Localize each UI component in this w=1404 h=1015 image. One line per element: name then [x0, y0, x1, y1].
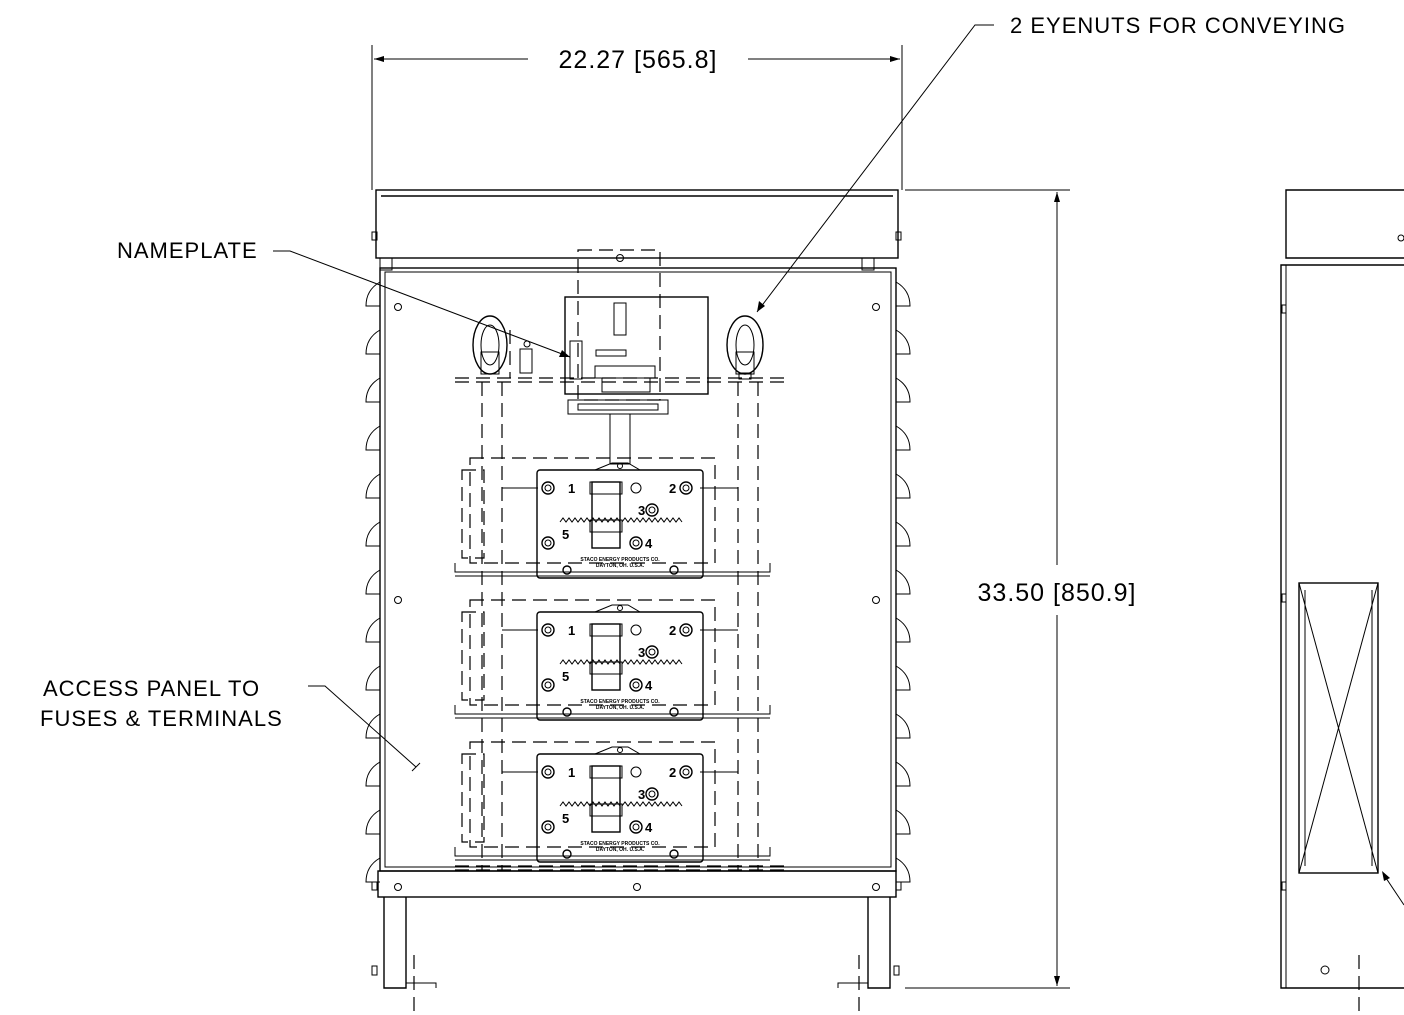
module-maker-text: STACO ENERGY PRODUCTS CO. [580, 841, 660, 847]
terminal-stud [541, 765, 555, 779]
terminal-label: 3 [638, 787, 645, 802]
module-maker-text: STACO ENERGY PRODUCTS CO. [580, 557, 660, 563]
nameplate [564, 296, 709, 395]
louver [895, 329, 911, 355]
terminal-label: 4 [645, 678, 653, 693]
terminal-stud [541, 820, 555, 834]
terminal-label: 5 [562, 527, 569, 542]
louver [365, 617, 381, 643]
terminal-label: 1 [568, 623, 575, 638]
right-louvers [895, 281, 911, 883]
top-cover [375, 189, 899, 259]
louver [895, 281, 911, 307]
terminal-stud [629, 678, 643, 692]
louver [895, 857, 911, 883]
terminal-label: 5 [562, 811, 569, 826]
height-dimension-text: 33.50 [850.9] [978, 579, 1137, 607]
nameplate-callout: NAMEPLATE [117, 238, 571, 358]
terminal-label: 1 [568, 481, 575, 496]
eyenuts-callout: 2 EYENUTS FOR CONVEYING [756, 13, 1346, 313]
cabinet-front-view [365, 189, 911, 1012]
louver [365, 713, 381, 739]
louver [895, 809, 911, 835]
louver [365, 281, 381, 307]
terminal-label: 2 [669, 623, 676, 638]
terminal-label: 2 [669, 765, 676, 780]
louver [365, 425, 381, 451]
module-maker-text: STACO ENERGY PRODUCTS CO. [580, 699, 660, 705]
terminal-label: 5 [562, 669, 569, 684]
terminal-label: 4 [645, 536, 653, 551]
nameplate-panel [519, 296, 709, 465]
width-dimension-text: 22.27 [565.8] [559, 46, 718, 74]
terminal-stud [541, 481, 555, 495]
right-eyenut [726, 315, 764, 380]
access-panel-callout: ACCESS PANEL TO FUSES & TERMINALS [40, 676, 421, 772]
louver [895, 713, 911, 739]
terminal-stud [679, 623, 693, 637]
terminal-stud [645, 787, 659, 801]
louver [365, 473, 381, 499]
terminal-stud [629, 536, 643, 550]
side-vent-window [1298, 582, 1379, 874]
terminal-stud [645, 503, 659, 517]
louver [895, 665, 911, 691]
louver [895, 761, 911, 787]
terminal-stud [629, 820, 643, 834]
louver [365, 761, 381, 787]
terminal-label: 4 [645, 820, 653, 835]
terminal-board [536, 611, 704, 721]
terminal-label: 1 [568, 765, 575, 780]
cabinet-body [379, 267, 897, 872]
eyenuts-callout-text: 2 EYENUTS FOR CONVEYING [1010, 13, 1346, 38]
louver [895, 377, 911, 403]
access-callout-line1: ACCESS PANEL TO [43, 676, 260, 701]
louver [895, 425, 911, 451]
louver [365, 569, 381, 595]
width-dimension: 22.27 [565.8] [371, 45, 903, 190]
module-city-text: DAYTON, OH. U.S.A. [596, 705, 645, 711]
terminal-stud [541, 623, 555, 637]
module-city-text: DAYTON, OH. U.S.A. [596, 563, 645, 569]
left-eyenut [472, 315, 511, 378]
louver [365, 665, 381, 691]
nameplate-callout-text: NAMEPLATE [117, 238, 258, 263]
module-city-text: DAYTON, OH. U.S.A. [596, 847, 645, 853]
terminal-board [536, 469, 704, 579]
terminal-board [536, 753, 704, 863]
louver [895, 473, 911, 499]
louver [895, 569, 911, 595]
cabinet-side-view [1280, 189, 1404, 1012]
terminal-label: 2 [669, 481, 676, 496]
height-dimension: 33.50 [850.9] [905, 189, 1137, 989]
louver [365, 377, 381, 403]
louver [365, 329, 381, 355]
terminal-stud [679, 765, 693, 779]
louver [895, 521, 911, 547]
access-callout-line2: FUSES & TERMINALS [40, 706, 283, 731]
terminal-label: 3 [638, 503, 645, 518]
terminal-stud [541, 678, 555, 692]
terminal-stud [645, 645, 659, 659]
terminal-label: 3 [638, 645, 645, 660]
louver [365, 857, 381, 883]
right-leg [867, 897, 891, 989]
terminal-stud [541, 536, 555, 550]
left-louvers [365, 281, 381, 883]
louver [365, 521, 381, 547]
left-leg [383, 897, 407, 989]
terminal-stud [679, 481, 693, 495]
louver [895, 617, 911, 643]
louver [365, 809, 381, 835]
